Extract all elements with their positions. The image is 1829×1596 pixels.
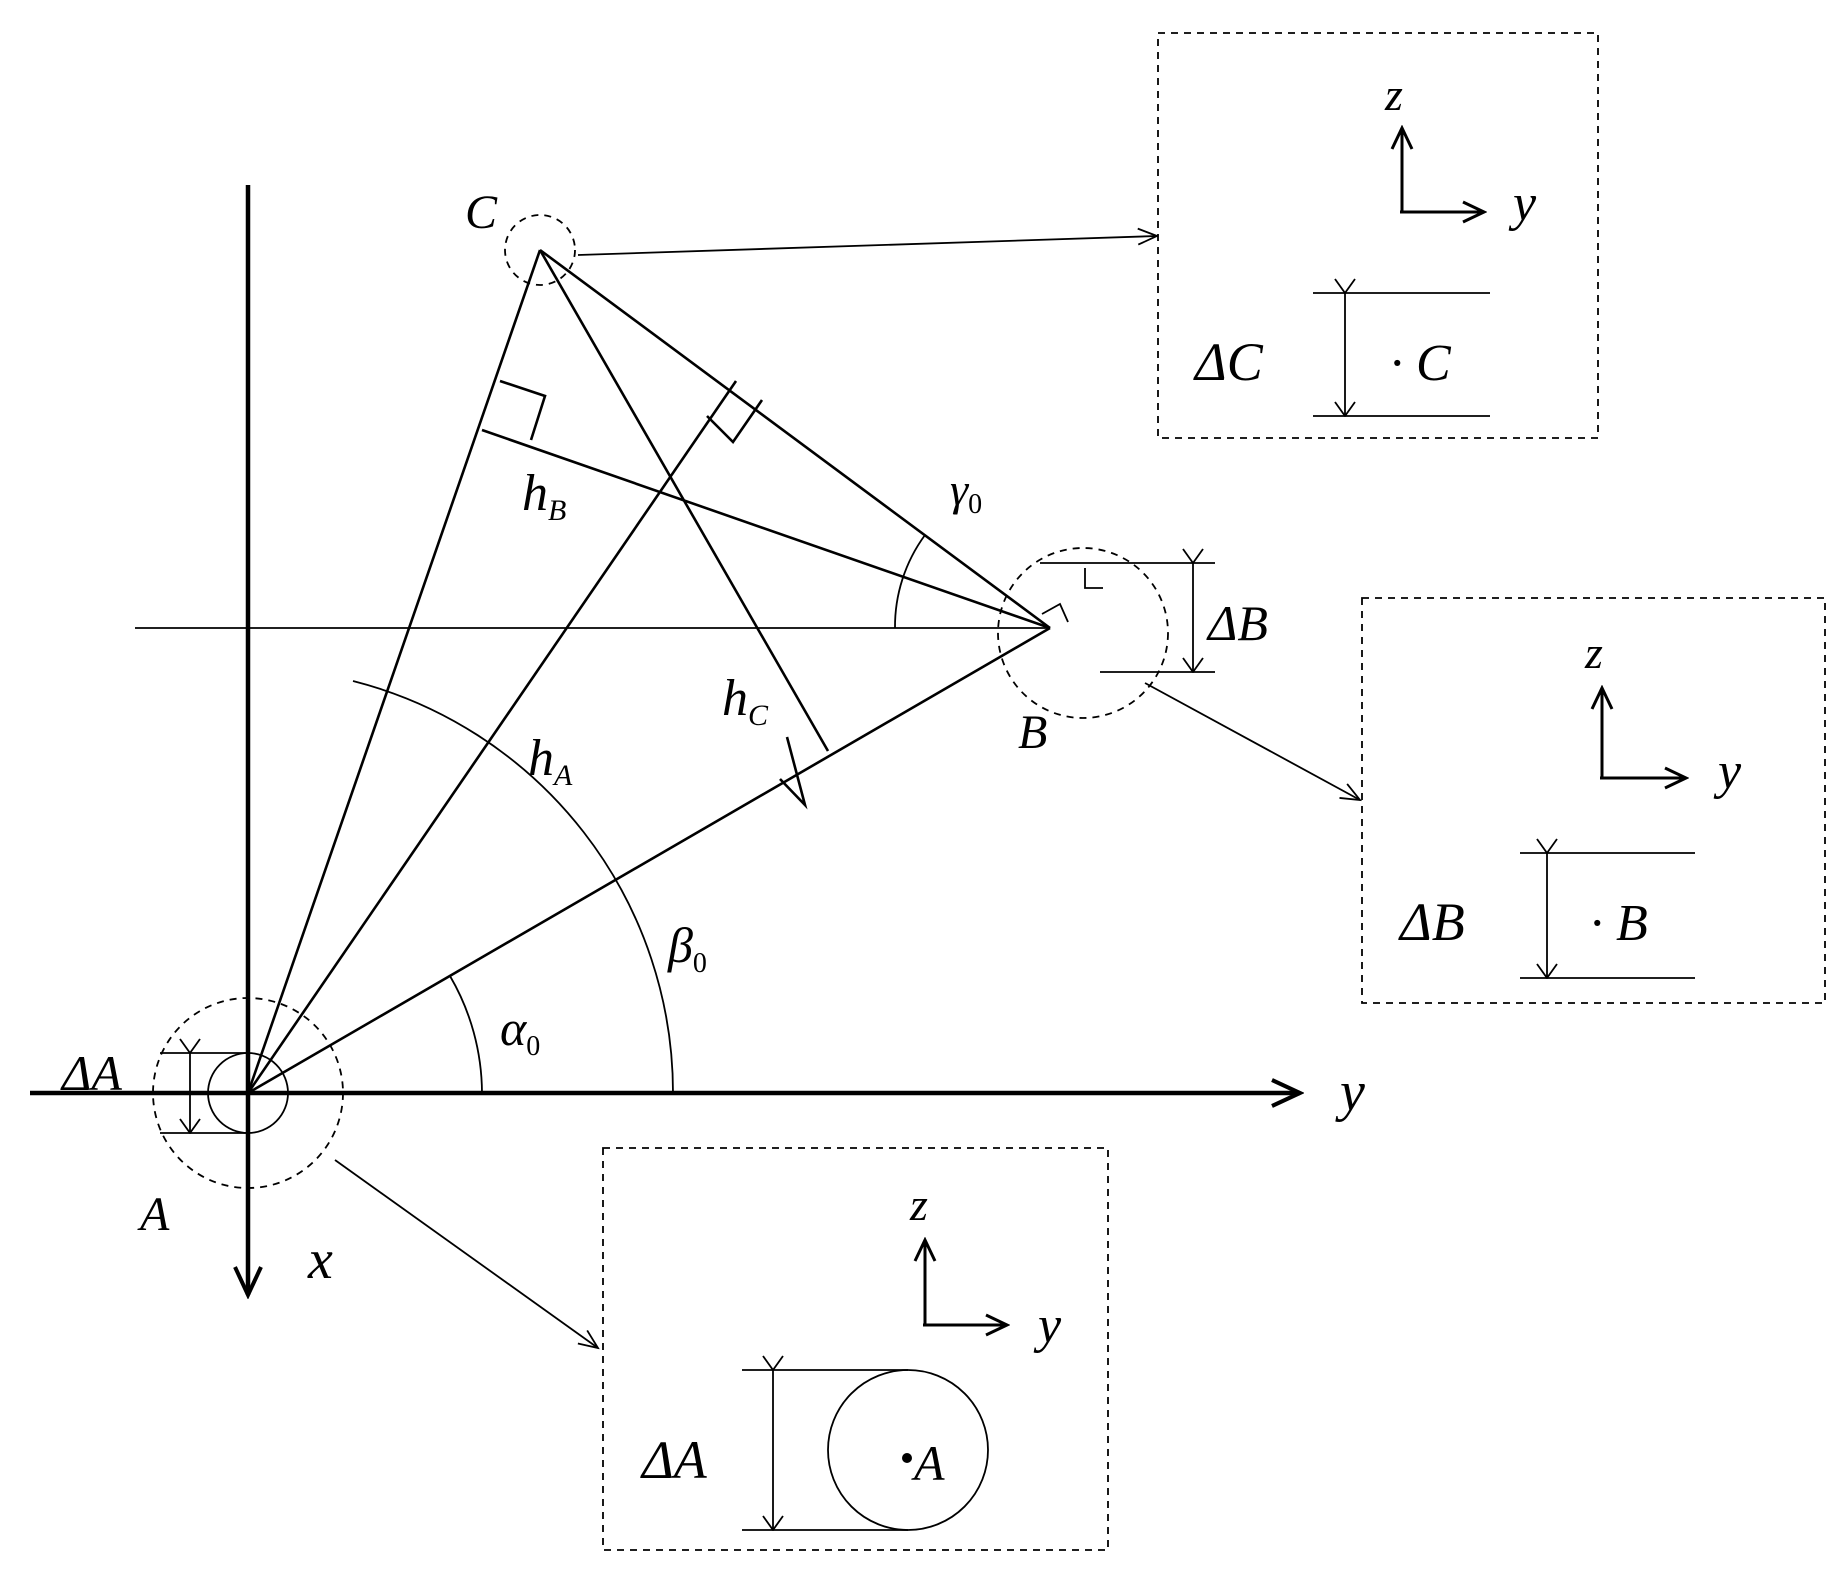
inset-A-z-label: z xyxy=(909,1179,928,1230)
inset-C-delta-label: ΔC xyxy=(1193,332,1264,392)
label-B: B xyxy=(1018,706,1047,759)
inset-C: z y ΔC · C xyxy=(1157,32,1599,439)
inset-B-y-label: y xyxy=(1713,743,1742,800)
inset-C-frame xyxy=(1157,32,1599,439)
label-hA: hA xyxy=(528,730,573,792)
label-gamma0: γ0 xyxy=(950,464,982,520)
inset-B-delta-label: ΔB xyxy=(1398,892,1465,952)
label-alpha0: α0 xyxy=(500,1000,540,1062)
label-ΔB-main: ΔB xyxy=(1206,595,1268,651)
inset-B: z y ΔB · B xyxy=(1361,597,1826,1004)
altitude-hB xyxy=(481,428,1051,630)
main-axes xyxy=(30,185,1300,1295)
right-angle-marks xyxy=(499,379,1103,810)
inset-C-z-label: z xyxy=(1384,69,1403,120)
inset-A-point-label: A xyxy=(911,1435,945,1491)
right-angle-mark-hB xyxy=(499,379,547,441)
inset-C-point-label: · C xyxy=(1390,335,1452,392)
inset-A-offset-circle xyxy=(827,1369,989,1531)
right-angle-mark-hC xyxy=(779,736,808,810)
label-C: C xyxy=(465,186,498,239)
inset-A-point-dot xyxy=(902,1453,912,1463)
vertex-circles xyxy=(152,214,1169,1189)
vertex-A-dashed-circle xyxy=(152,997,344,1189)
gamma-arc xyxy=(894,534,926,629)
leader-C xyxy=(577,236,1157,256)
inset-B-frame xyxy=(1361,597,1826,1004)
leader-arrows xyxy=(334,236,1360,1348)
label-y-axis: y xyxy=(1335,1061,1365,1123)
leader-A xyxy=(334,1159,598,1348)
label-beta0: β0 xyxy=(667,917,707,979)
label-ΔA-main: ΔA xyxy=(60,1045,122,1101)
side-AC xyxy=(246,249,542,1094)
vertex-B-dashed-circle xyxy=(997,547,1169,719)
altitude-hA xyxy=(246,380,738,1094)
right-angle-mark-B xyxy=(1041,602,1069,623)
alpha-arc xyxy=(449,975,483,1094)
inset-A-frame xyxy=(602,1147,1109,1551)
leader-B xyxy=(1144,682,1360,800)
label-hC: hC xyxy=(722,670,769,732)
vertex-C-dashed-circle xyxy=(504,214,576,286)
offset-markers xyxy=(160,563,1215,1133)
right-angle-mark-hA xyxy=(706,399,764,445)
side-CB xyxy=(539,248,1051,630)
inset-A: z y ΔA A xyxy=(602,1147,1109,1551)
beta-arc xyxy=(352,680,674,1094)
inset-B-point-label: · B xyxy=(1590,895,1648,952)
right-angle-mark-ΔB-top xyxy=(1084,568,1103,589)
label-x-axis: x xyxy=(307,1229,333,1291)
inset-C-y-label: y xyxy=(1508,175,1537,232)
inset-A-y-label: y xyxy=(1033,1297,1062,1354)
triangle xyxy=(246,248,1051,1095)
altitude-hC xyxy=(538,249,830,752)
main-labels: C B A x y hB hC hA α0 β0 γ0 ΔB ΔA xyxy=(60,186,1365,1291)
inset-A-delta-label: ΔA xyxy=(640,1430,708,1490)
inset-B-z-label: z xyxy=(1584,627,1603,678)
label-A: A xyxy=(137,1188,170,1241)
side-AB xyxy=(247,626,1051,1095)
angle-arcs xyxy=(352,534,926,1094)
label-hB: hB xyxy=(522,465,566,527)
